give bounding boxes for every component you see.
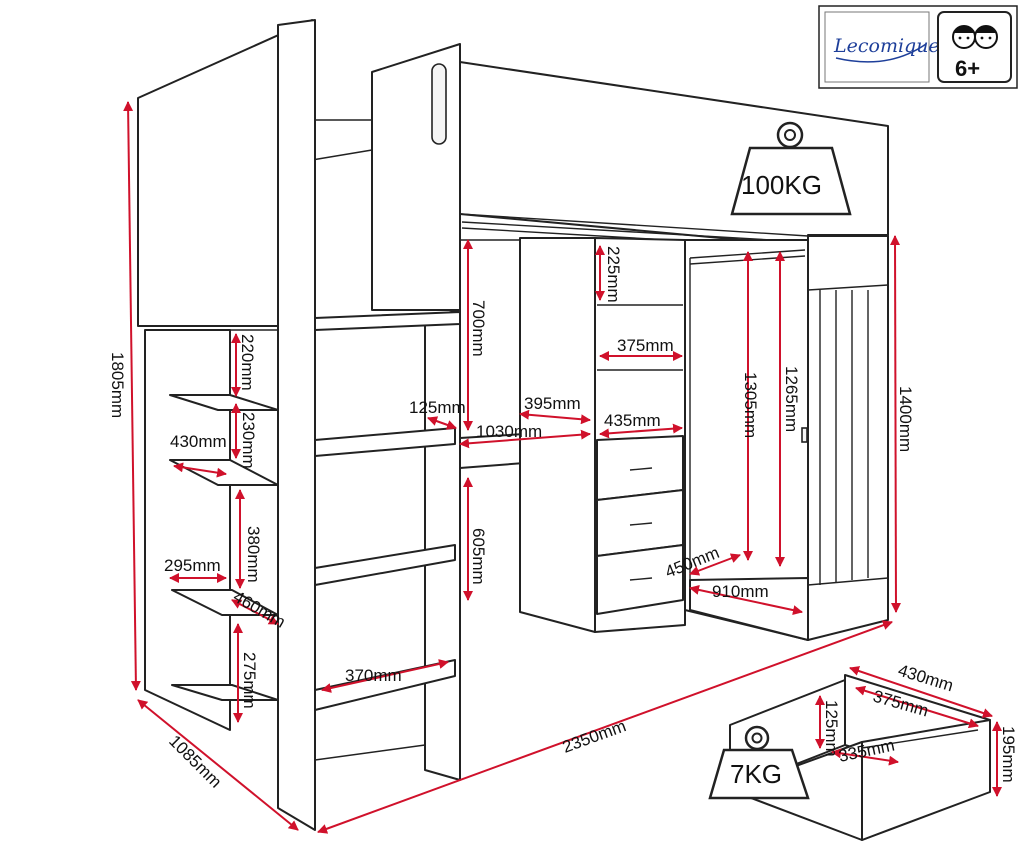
bed-weight-icon: 100KG bbox=[730, 121, 852, 216]
dim-hanging-height-1: 1305mm bbox=[741, 372, 760, 438]
dim-side-gap-3: 380mm bbox=[244, 526, 263, 583]
dim-top-shelf-gap: 225mm bbox=[604, 246, 623, 303]
age-badge-label: 6+ bbox=[955, 56, 980, 81]
dim-drawer-unit-width: 435mm bbox=[604, 411, 661, 430]
dim-wardrobe-height: 1400mm bbox=[896, 386, 915, 452]
dim-desk-shelf-width: 395mm bbox=[524, 394, 581, 413]
dim-desk-edge: 125mm bbox=[409, 398, 466, 417]
dim-desk-upper-height: 700mm bbox=[469, 300, 488, 357]
dim-side-gap-1: 220mm bbox=[238, 334, 257, 391]
dim-side-shelf-width: 295mm bbox=[164, 556, 221, 575]
side-cabinet-back bbox=[144, 329, 231, 731]
drawer-1 bbox=[596, 435, 684, 501]
dim-drawer-width: 430mm bbox=[896, 661, 956, 696]
dim-shelf-width: 375mm bbox=[617, 336, 674, 355]
dim-desk-width: 1030mm bbox=[476, 422, 542, 441]
wardrobe-handle-icon bbox=[801, 427, 808, 443]
dim-side-gap-4: 275mm bbox=[240, 652, 259, 709]
dim-hanging-height-2: 1265mm bbox=[782, 366, 801, 432]
ladder-step-1 bbox=[314, 311, 461, 331]
dim-total-height: 1805mm bbox=[108, 352, 127, 418]
dim-total-depth: 1085mm bbox=[165, 731, 225, 791]
dim-total-length: 2350mm bbox=[560, 716, 629, 756]
dim-step-width: 370mm bbox=[345, 666, 402, 685]
dim-desk-lower-height: 605mm bbox=[469, 528, 488, 585]
ladder-step-2 bbox=[314, 427, 456, 457]
ladder-step-3 bbox=[314, 544, 456, 586]
bed-weight-label: 100KG bbox=[741, 170, 822, 200]
children-icon bbox=[952, 25, 998, 49]
right-handle-icon bbox=[431, 63, 447, 145]
drawer-weight-label: 7KG bbox=[730, 759, 782, 789]
dim-side-shelf-depth: 430mm bbox=[170, 432, 227, 451]
age-badge: 6+ bbox=[937, 11, 1012, 83]
dim-side-gap-2: 230mm bbox=[239, 412, 258, 469]
ladder-side-panel bbox=[277, 19, 316, 831]
dim-drawer-inner-height: 125mm bbox=[822, 700, 841, 757]
dimension-lines bbox=[123, 101, 1002, 834]
dim-drawer-height: 195mm bbox=[999, 726, 1018, 783]
dim-wardrobe-width: 910mm bbox=[712, 582, 769, 601]
